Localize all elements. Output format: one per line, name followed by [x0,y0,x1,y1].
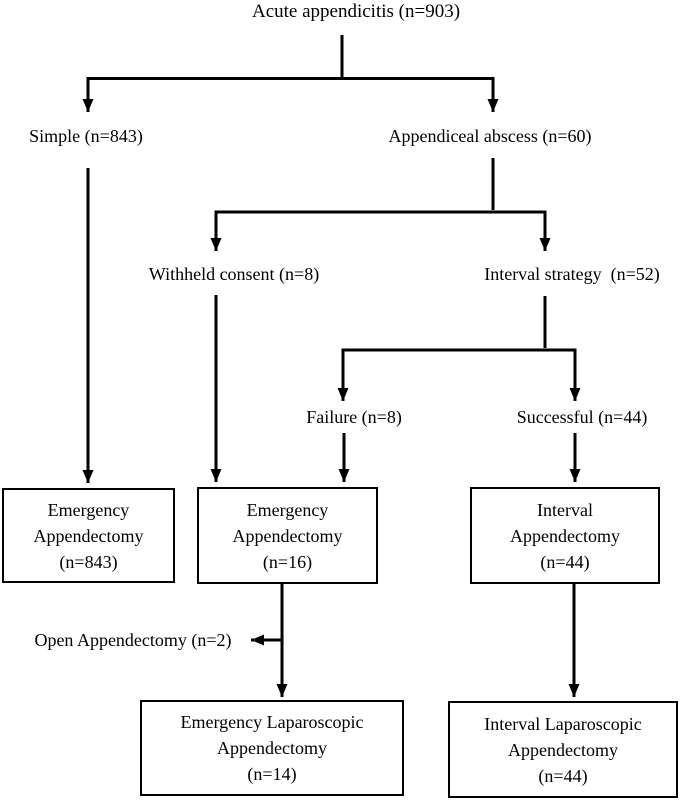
node-interval-strategy: Interval strategy (n=52) [484,264,660,284]
box-line: Appendectomy [232,525,343,546]
box-line: Interval Laparoscopic [484,713,642,734]
node-acute-appendicitis: Acute appendicitis (n=903) [251,1,461,22]
box-line: Appendectomy [33,525,144,546]
box-line: Interval [537,499,593,520]
box-line: Appendectomy [508,739,618,760]
node-open-appendectomy: Open Appendectomy (n=2) [34,630,232,650]
box-line: (n=14) [247,764,297,784]
box-line: Emergency [246,499,329,520]
box-line: (n=16) [262,551,313,572]
box-line: (n=44) [540,551,590,572]
node-withheld-consent: Withheld consent (n=8) [148,264,320,284]
node-failure: Failure (n=8) [306,407,402,427]
box-line: Emergency [47,499,130,520]
box-line: Appendectomy [510,525,620,546]
box-line: Emergency Laparoscopic [180,712,364,732]
node-successful: Successful (n=44) [516,407,648,427]
box-interval-appendectomy-44: Interval Appendectomy (n=44) [470,487,660,584]
box-line: Appendectomy [217,738,327,758]
node-simple: Simple (n=843) [29,126,143,146]
box-emergency-appendectomy-843: Emergency Appendectomy (n=843) [2,488,175,583]
box-line: (n=843) [59,551,118,572]
box-emergency-appendectomy-16: Emergency Appendectomy (n=16) [197,487,378,584]
node-appendiceal-abscess: Appendiceal abscess (n=60) [388,126,592,146]
box-line: (n=44) [538,765,588,786]
box-interval-laparoscopic-44: Interval Laparoscopic Appendectomy (n=44… [448,701,678,798]
box-emergency-laparoscopic-14: Emergency Laparoscopic Appendectomy (n=1… [140,700,404,796]
